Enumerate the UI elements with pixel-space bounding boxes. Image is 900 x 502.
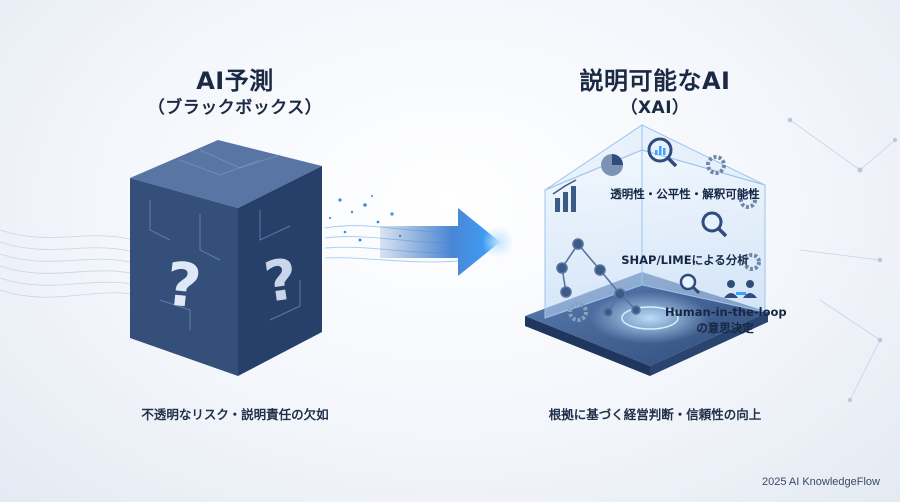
label-hitl-line2: の意思決定 <box>696 321 754 335</box>
cube-question-mark-front: ? <box>162 249 204 322</box>
black-box-title-line2: （ブラックボックス） <box>147 98 323 118</box>
label-shap-lime: SHAP/LIMEによる分析 <box>621 253 749 267</box>
xai-title-line2: （XAI） <box>620 98 690 118</box>
chart-bars-icon <box>552 179 577 212</box>
xai-base-edge-right <box>650 312 768 376</box>
cube-front-face <box>130 178 238 376</box>
background-network <box>787 117 898 403</box>
black-box-cube <box>130 140 322 376</box>
cube-circuit-pattern <box>149 149 301 330</box>
glow-ring <box>621 306 679 330</box>
flow-arrow <box>380 208 500 276</box>
arrow-glow <box>482 226 514 258</box>
gear-icon <box>568 155 761 322</box>
xai-glass-box <box>525 124 768 376</box>
black-box-title-line1: AI予測 <box>196 67 274 95</box>
label-human-in-the-loop: Human-in-the-loop の意思決定 <box>665 304 787 336</box>
label-hitl-line1: Human-in-the-loop <box>665 305 787 319</box>
xai-title-line1: 説明可能なAI <box>579 67 731 95</box>
glass-roof-right <box>641 124 766 186</box>
black-box-caption: 不透明なリスク・説明責任の欠如 <box>141 407 329 422</box>
magnifier-chart-icon <box>647 137 678 168</box>
cube-side-face <box>238 166 322 376</box>
footer-credit: 2025 AI KnowledgeFlow <box>761 476 880 488</box>
black-box-title: AI予測 （ブラックボックス） <box>110 66 360 120</box>
magnifier-icon <box>679 211 728 295</box>
particle-stream <box>328 195 402 242</box>
xai-title: 説明可能なAI （XAI） <box>520 66 790 120</box>
xai-base-edge <box>525 316 650 376</box>
decision-tree-icon <box>556 238 641 317</box>
people-icon <box>724 280 757 298</box>
xai-caption: 根拠に基づく経営判断・信頼性の向上 <box>548 407 762 422</box>
glass-right-wall <box>641 149 766 313</box>
label-transparency: 透明性・公平性・解釈可能性 <box>610 187 760 201</box>
pie-chart-icon <box>601 154 623 176</box>
center-glow <box>590 292 710 344</box>
